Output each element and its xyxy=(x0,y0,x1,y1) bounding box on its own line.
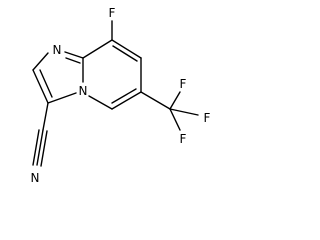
bond-c2-c3-double xyxy=(39,69,53,98)
atom-n-imidazole: N xyxy=(53,43,62,57)
bond-cf3-f-top xyxy=(169,91,181,110)
atom-f-cf3-top: F xyxy=(180,77,187,91)
atom-f-cf3-right: F xyxy=(204,111,211,125)
bond-cn-triple-b xyxy=(32,129,40,166)
bond-c3-n4 xyxy=(47,92,77,104)
bond-cf3-f-bottom xyxy=(169,108,181,131)
bonds xyxy=(32,20,199,167)
atom-f-cf3-bottom: F xyxy=(180,132,187,146)
bond-c8a-n1 xyxy=(64,51,84,59)
bond-c3-cn xyxy=(42,102,49,131)
atom-n-bridge: N xyxy=(79,84,88,98)
atom-f-top: F xyxy=(109,6,116,20)
bond-c8-c7 xyxy=(111,39,142,59)
molecule-structure: F N N F F F N xyxy=(31,6,211,185)
bond-c2-c3 xyxy=(32,69,49,104)
bond-n1-c2 xyxy=(32,52,49,71)
bond-cf3-f-right xyxy=(169,108,199,116)
atom-n-nitrile: N xyxy=(31,171,40,185)
bond-c8a-n1-double xyxy=(65,57,81,64)
bond-c5-n4 xyxy=(88,95,113,110)
bond-c6-cf3 xyxy=(140,91,171,110)
bond-c8-c7-double xyxy=(112,45,138,62)
bond-cn-triple-c xyxy=(40,130,48,167)
bond-c6-c5-double xyxy=(111,88,137,104)
bond-c8a-c8 xyxy=(82,39,113,59)
atom-labels: F N N F F F N xyxy=(31,6,211,185)
bond-cn-triple-a xyxy=(36,129,44,166)
bond-c6-c5 xyxy=(111,91,142,110)
